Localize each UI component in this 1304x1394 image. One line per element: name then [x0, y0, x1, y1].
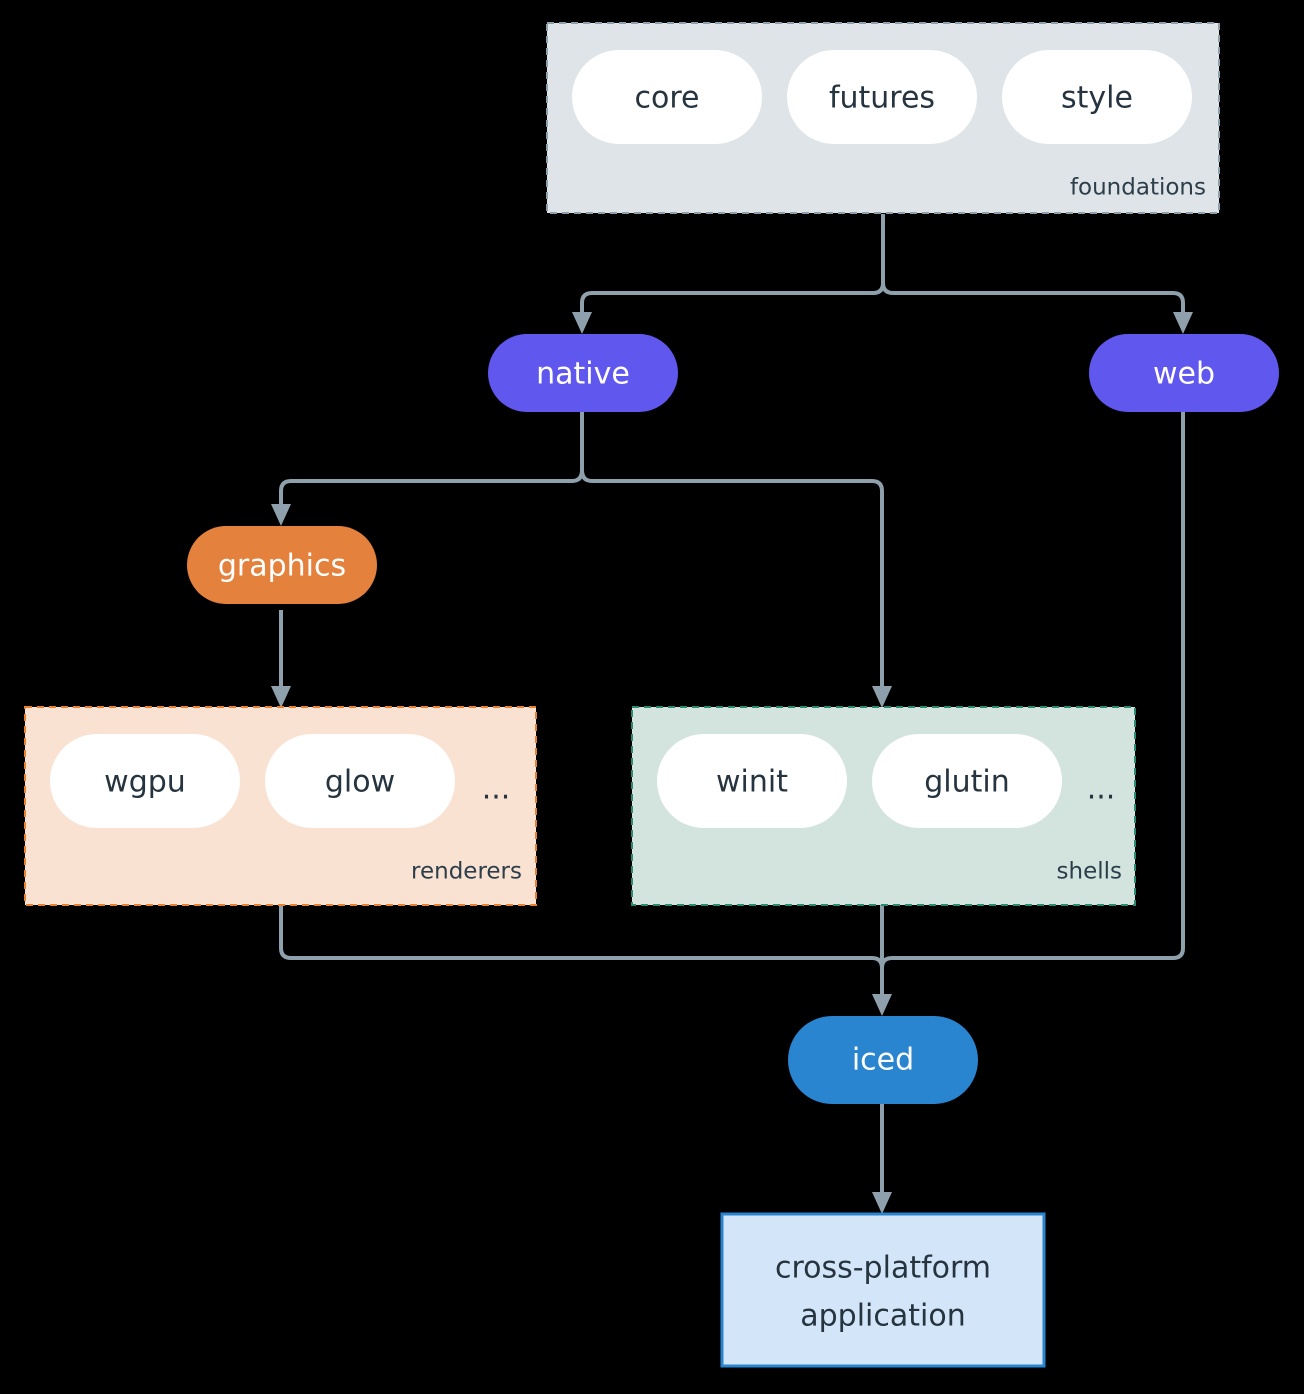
node-application-label-line2: application: [800, 1299, 965, 1334]
node-native-label: native: [536, 357, 630, 392]
cluster-foundations-label: foundations: [1070, 175, 1206, 201]
node-iced[interactable]: iced: [788, 1016, 978, 1104]
pill-wgpu-shape: [50, 734, 240, 828]
pill-glow-label: glow: [325, 765, 395, 800]
pill-style[interactable]: style: [1002, 50, 1192, 144]
edge-native-to-shells: [580, 469, 884, 692]
pill-glutin[interactable]: glutin: [872, 734, 1062, 828]
renderers-ellipsis: ...: [482, 772, 511, 807]
node-graphics[interactable]: graphics: [187, 526, 377, 604]
arrowhead-shells: [872, 686, 892, 708]
pill-glow-shape: [265, 734, 455, 828]
pill-glutin-shape: [872, 734, 1062, 828]
pill-core[interactable]: core: [572, 50, 762, 144]
node-web[interactable]: web: [1089, 334, 1279, 412]
pill-wgpu-label: wgpu: [104, 765, 186, 800]
arrowhead-iced: [872, 994, 892, 1016]
pill-futures-label: futures: [829, 81, 935, 116]
pill-futures[interactable]: futures: [787, 50, 977, 144]
cluster-shells[interactable]: winit glutin ... shells: [631, 706, 1136, 906]
node-graphics-label: graphics: [218, 549, 346, 584]
arrowhead-graphics: [271, 504, 291, 526]
pill-winit-shape: [657, 734, 847, 828]
edge-renderers-to-iced: [279, 905, 884, 1000]
edge-native-split: [279, 412, 584, 510]
cluster-renderers-label: renderers: [411, 859, 522, 885]
shells-ellipsis: ...: [1087, 772, 1116, 807]
pill-winit-label: winit: [716, 765, 788, 800]
arrowhead-application: [872, 1192, 892, 1214]
node-iced-shape: [788, 1016, 978, 1104]
edge-foundations-to-web: [881, 282, 1185, 318]
pill-core-label: core: [635, 81, 700, 116]
edge-layer: [271, 214, 1193, 1214]
edge-web-to-iced: [880, 412, 1185, 1000]
arrowhead-renderers: [271, 686, 291, 708]
cluster-foundations[interactable]: core futures style foundations: [546, 22, 1220, 214]
arrowhead-web: [1173, 312, 1193, 334]
pill-futures-shape: [787, 50, 977, 144]
pill-style-shape: [1002, 50, 1192, 144]
node-application[interactable]: cross-platform application: [720, 1212, 1046, 1368]
arrowhead-native: [572, 312, 592, 334]
pill-core-shape: [572, 50, 762, 144]
edge-foundations-split: [580, 214, 885, 318]
pill-glow[interactable]: glow: [265, 734, 455, 828]
pill-glutin-label: glutin: [924, 765, 1010, 800]
node-graphics-shape: [187, 526, 377, 604]
cluster-shells-label: shells: [1057, 859, 1122, 885]
node-application-shape: [720, 1212, 1046, 1368]
node-native-shape: [488, 334, 678, 412]
node-application-label-line1: cross-platform: [775, 1251, 991, 1286]
node-native[interactable]: native: [488, 334, 678, 412]
node-web-label: web: [1153, 357, 1215, 392]
pill-wgpu[interactable]: wgpu: [50, 734, 240, 828]
pill-winit[interactable]: winit: [657, 734, 847, 828]
pill-style-label: style: [1061, 81, 1133, 116]
node-web-shape: [1089, 334, 1279, 412]
node-iced-label: iced: [852, 1043, 914, 1078]
cluster-renderers[interactable]: wgpu glow ... renderers: [24, 706, 537, 906]
